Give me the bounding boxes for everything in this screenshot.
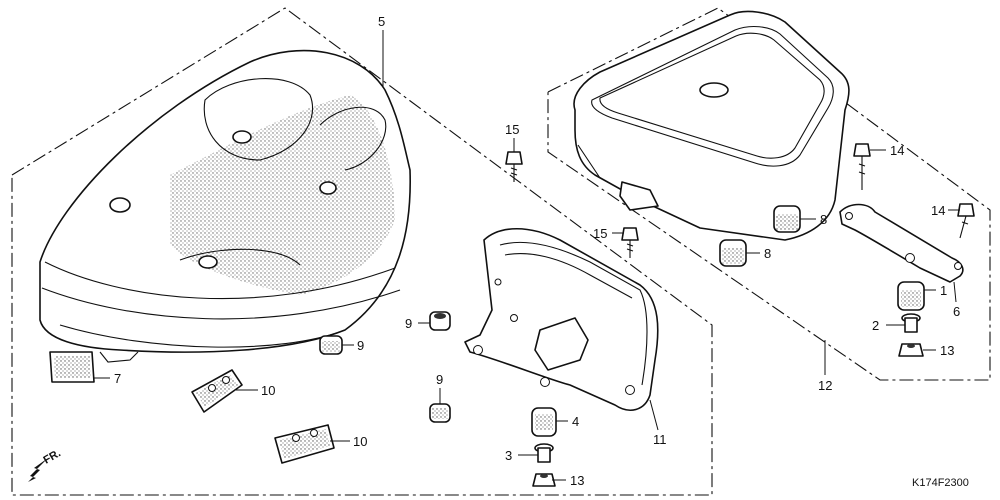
callout-11: 11 xyxy=(653,432,667,447)
bolt-15a[interactable] xyxy=(505,151,523,182)
callout-2: 2 xyxy=(872,318,879,333)
callout-13b: 13 xyxy=(940,343,954,358)
callout-12: 12 xyxy=(818,378,832,393)
callout-13a: 13 xyxy=(570,473,584,488)
seat-bumper-left xyxy=(109,197,131,213)
front-direction-marker: FR. xyxy=(28,447,63,482)
nut-13a[interactable] xyxy=(532,473,556,487)
callout-15a: 15 xyxy=(505,122,519,137)
front-arrow-icon xyxy=(28,458,48,482)
damper-4[interactable] xyxy=(531,407,557,437)
nut-13b[interactable] xyxy=(898,343,924,357)
damper-8a[interactable] xyxy=(773,205,801,233)
callout-15b: 15 xyxy=(593,226,607,241)
seat-bumper-top xyxy=(232,130,252,144)
callout-4: 4 xyxy=(572,414,579,429)
rubber-piece-upper[interactable] xyxy=(191,369,243,413)
rear-box-hole xyxy=(699,82,729,98)
rear-box-group-boundary xyxy=(547,7,991,381)
callout-labels: 5 7 10 10 9 9 9 15 15 4 3 13 11 12 8 8 1… xyxy=(114,14,960,488)
stay-bracket-6[interactable] xyxy=(839,203,964,283)
seat-bumper-front xyxy=(198,255,218,269)
callout-9a: 9 xyxy=(405,316,412,331)
diagram-code: K174F2300 xyxy=(912,477,969,489)
grommet-9c[interactable] xyxy=(429,403,451,423)
bolt-15b[interactable] xyxy=(621,227,639,258)
rubber-piece-lower[interactable] xyxy=(274,424,335,464)
damper-1[interactable] xyxy=(897,281,925,311)
seat-assembly[interactable] xyxy=(39,49,412,363)
seat-textured-area xyxy=(170,95,395,295)
callout-3: 3 xyxy=(505,448,512,463)
callout-8a: 8 xyxy=(820,212,827,227)
bolt-14b[interactable] xyxy=(957,203,975,239)
seat-frame-bracket[interactable] xyxy=(464,227,659,411)
callout-10a: 10 xyxy=(261,383,275,398)
callout-7: 7 xyxy=(114,371,121,386)
svg-text:FR.: FR. xyxy=(42,447,63,466)
callout-5: 5 xyxy=(378,14,385,29)
callout-6: 6 xyxy=(953,304,960,319)
callout-8b: 8 xyxy=(764,246,771,261)
callout-9c: 9 xyxy=(436,372,443,387)
seat-cushion-rubber[interactable] xyxy=(49,351,95,383)
bolt-14a[interactable] xyxy=(853,143,871,190)
callout-14a: 14 xyxy=(890,143,904,158)
callout-9b: 9 xyxy=(357,338,364,353)
collar-2[interactable] xyxy=(901,313,921,333)
seat-bumper-right xyxy=(319,181,337,195)
damper-8b[interactable] xyxy=(719,239,747,267)
grommet-9a[interactable] xyxy=(429,311,451,331)
callout-1: 1 xyxy=(940,283,947,298)
collar-3[interactable] xyxy=(534,443,554,463)
rear-box[interactable] xyxy=(573,10,850,241)
leader-lines xyxy=(94,30,960,481)
callout-14b: 14 xyxy=(931,203,945,218)
callout-10b: 10 xyxy=(353,434,367,449)
seat-group-boundary xyxy=(11,7,713,496)
grommet-9b[interactable] xyxy=(319,335,343,355)
